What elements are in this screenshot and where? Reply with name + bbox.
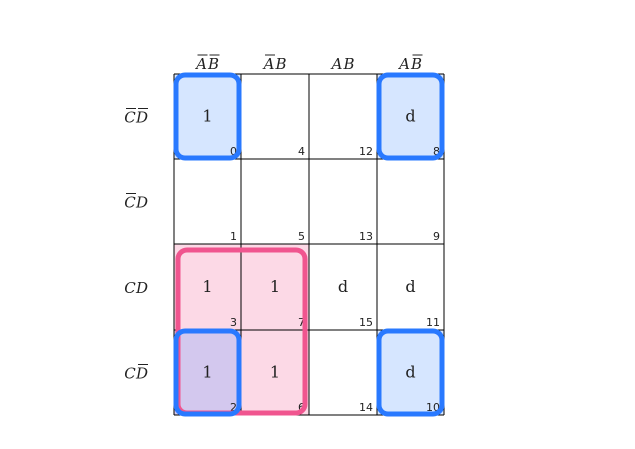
group-fill-cell xyxy=(241,244,309,330)
cell-value: d xyxy=(405,277,415,296)
minterm-index: 8 xyxy=(433,145,440,158)
minterm-index: 7 xyxy=(298,316,305,329)
corner-group-outline xyxy=(173,328,242,417)
header-var: C xyxy=(124,109,136,127)
cell-value: d xyxy=(338,277,348,296)
header-var: A xyxy=(330,55,343,73)
group-fill-cell xyxy=(377,330,444,415)
header-var: C xyxy=(124,365,136,383)
minterm-index: 0 xyxy=(230,145,237,158)
corner-group-outline xyxy=(376,72,445,161)
cell-value: 1 xyxy=(202,363,212,382)
minterm-index: 12 xyxy=(359,145,373,158)
header-var: A xyxy=(262,55,275,73)
minterm-index: 13 xyxy=(359,230,373,243)
cell-value: 1 xyxy=(270,363,280,382)
group-fill-cell xyxy=(174,74,241,159)
header-var: C xyxy=(124,279,136,297)
group-fill-cell xyxy=(174,330,241,415)
corner-group-outline xyxy=(173,72,242,161)
cell-value: d xyxy=(405,363,415,382)
header-var: B xyxy=(207,55,219,73)
group-outlines xyxy=(173,72,445,417)
header-var: D xyxy=(135,194,148,212)
minterm-index: 3 xyxy=(230,316,237,329)
minterm-index: 2 xyxy=(230,401,237,414)
minterm-index: 4 xyxy=(298,145,305,158)
header-var: D xyxy=(135,109,148,127)
header-var: B xyxy=(410,55,422,73)
group-fill-cell xyxy=(377,74,444,159)
header-var: D xyxy=(135,365,148,383)
group-fills xyxy=(174,74,444,415)
header-var: B xyxy=(274,55,286,73)
cell-value: 1 xyxy=(202,277,212,296)
header-var: B xyxy=(342,55,354,73)
minterm-index: 14 xyxy=(359,401,373,414)
corner-group-outline xyxy=(376,328,445,417)
cell-value: 1 xyxy=(202,107,212,126)
header-var: A xyxy=(397,55,410,73)
minterm-index: 1 xyxy=(230,230,237,243)
minterm-index: 15 xyxy=(359,316,373,329)
header-var: D xyxy=(135,279,148,297)
header-var: A xyxy=(194,55,207,73)
minterm-index: 5 xyxy=(298,230,305,243)
cell-value: d xyxy=(405,107,415,126)
header-var: C xyxy=(124,194,136,212)
minterm-index: 11 xyxy=(426,316,440,329)
group-fill-cell xyxy=(174,244,241,330)
group-fill-cell xyxy=(241,330,309,415)
cell-value: 1 xyxy=(270,277,280,296)
minterm-index: 9 xyxy=(433,230,440,243)
